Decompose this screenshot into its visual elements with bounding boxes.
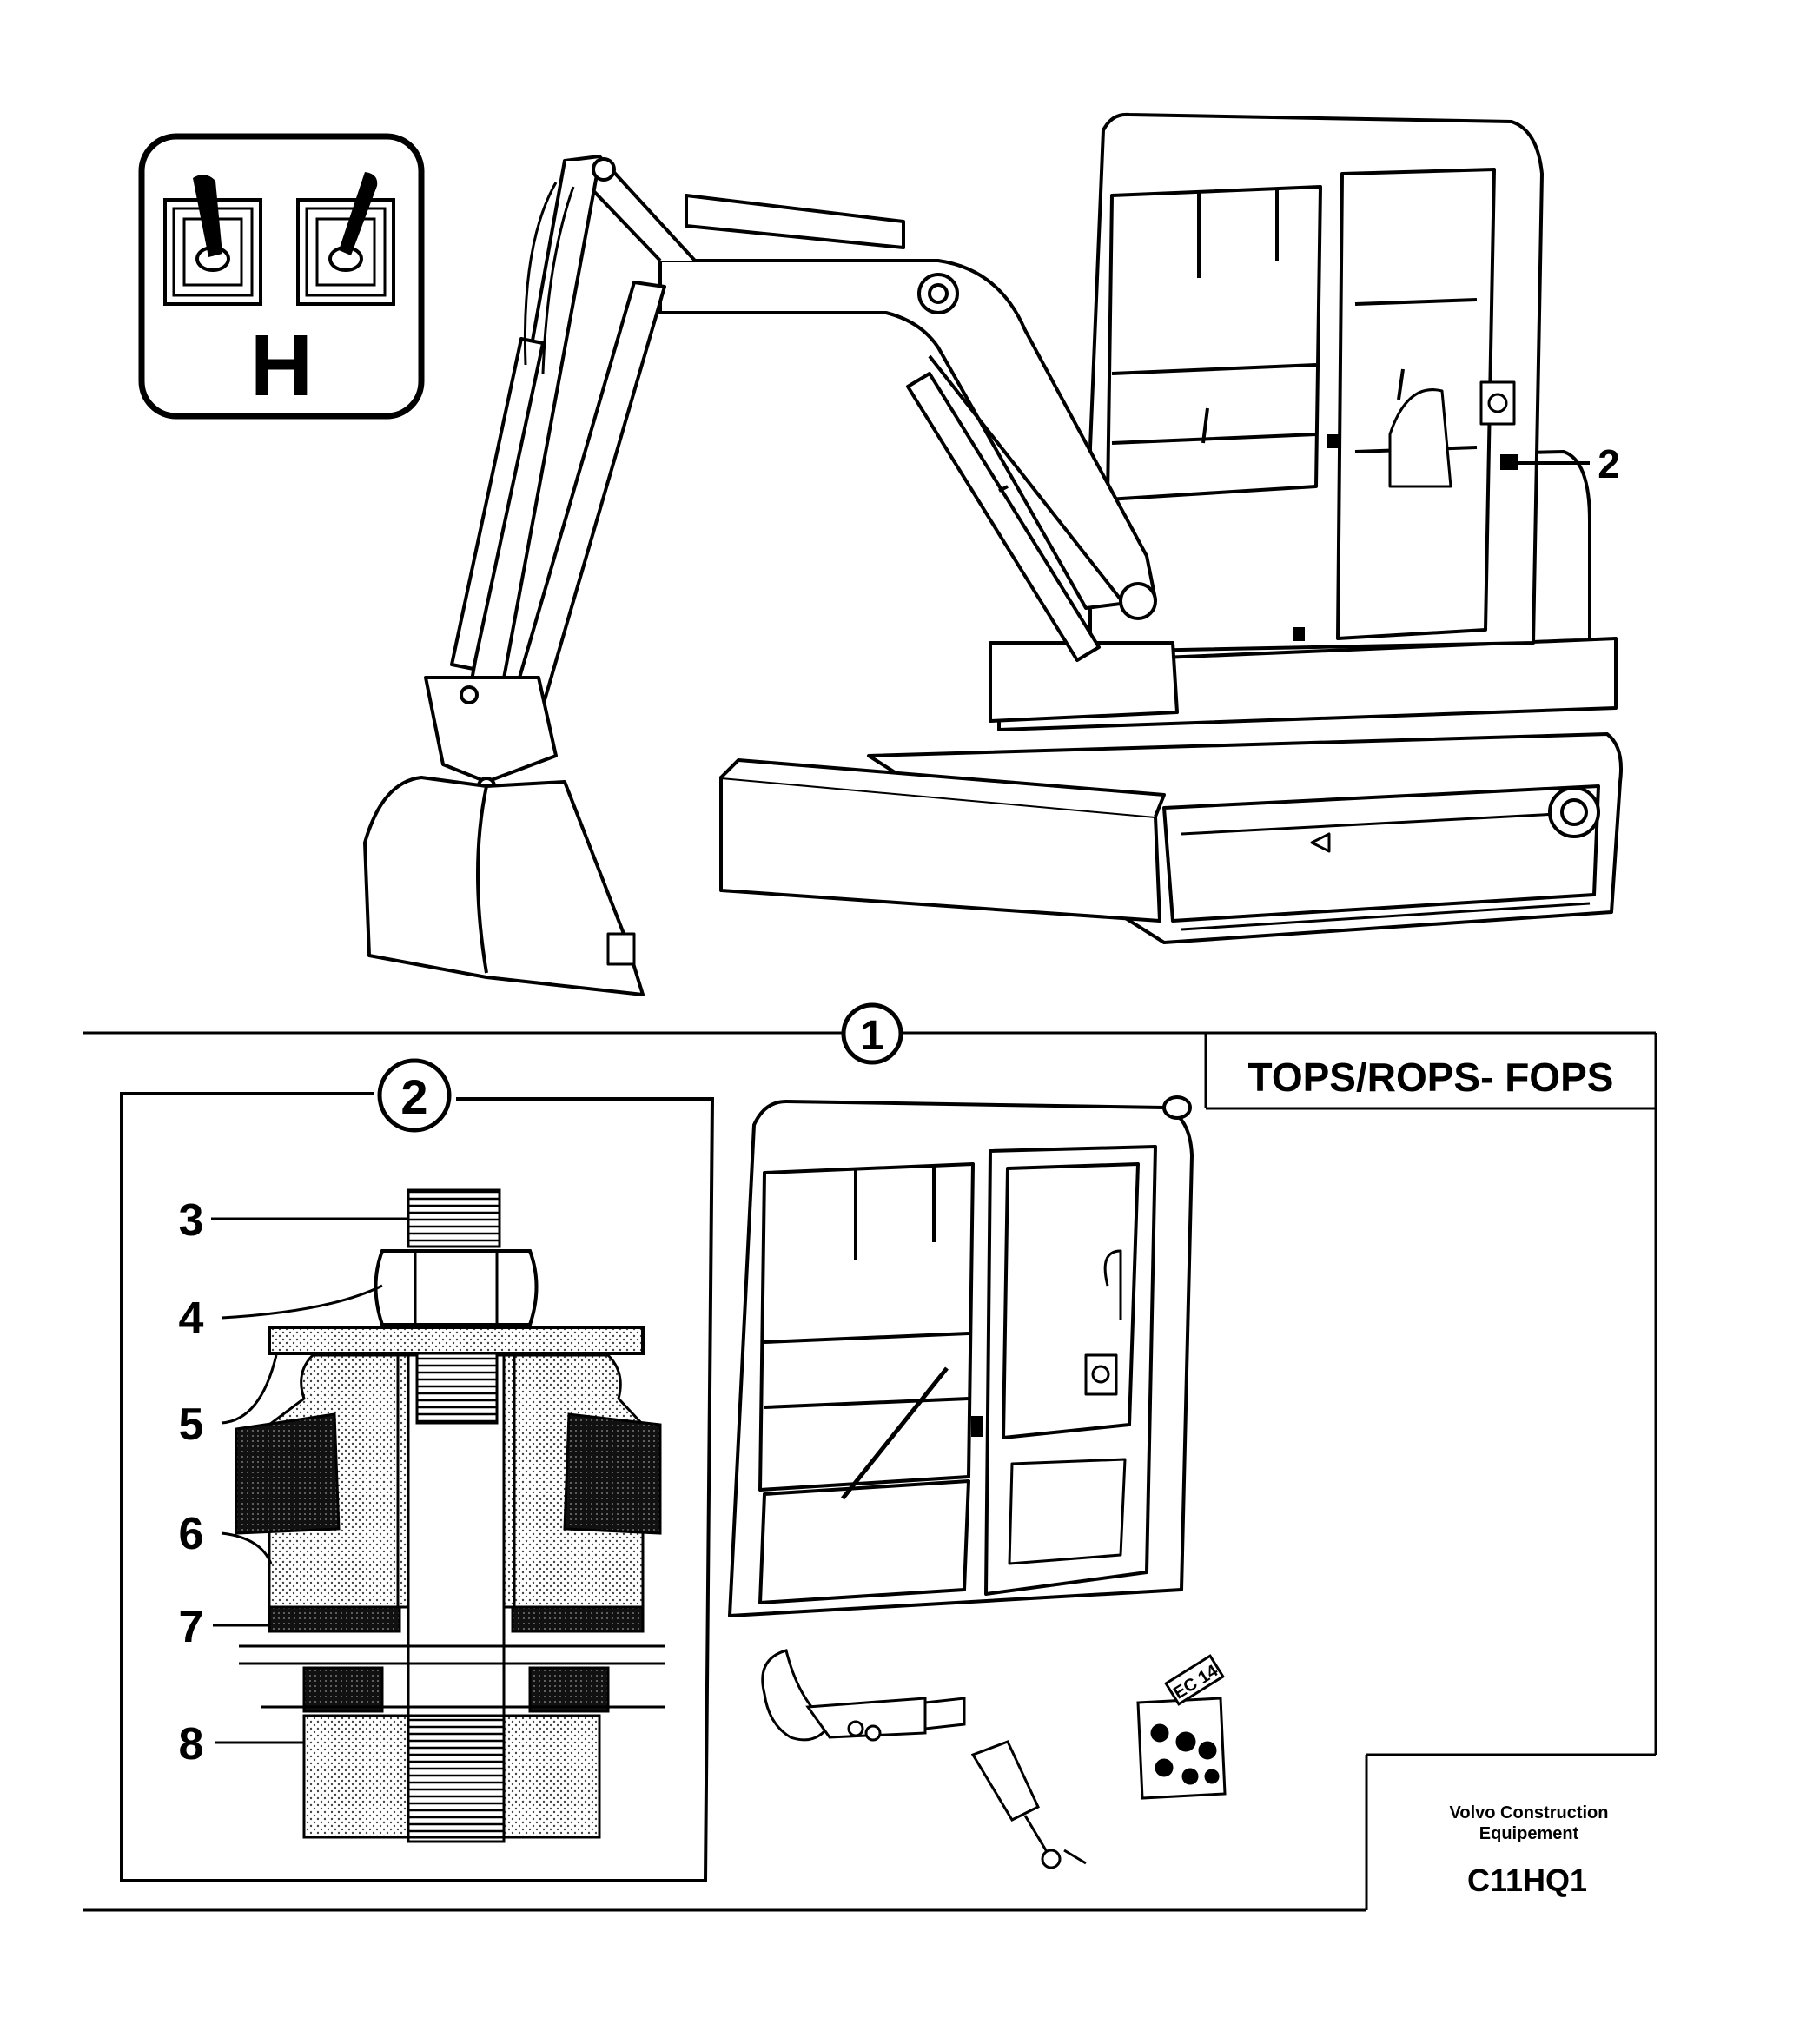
callout-circle-1: 1	[841, 1002, 903, 1065]
svg-text:1: 1	[861, 1013, 884, 1059]
joystick-pattern-badge: H	[138, 133, 425, 420]
joystick-pattern-h-icon	[163, 172, 395, 306]
callout-5: 5	[179, 1399, 204, 1450]
callout-4: 4	[179, 1293, 204, 1344]
seat-belt-illustration	[761, 1649, 1087, 1869]
callout-7: 7	[179, 1602, 204, 1652]
cab-illustration	[728, 1095, 1194, 1617]
callout-circle-2: 2	[377, 1058, 452, 1133]
svg-text:2: 2	[400, 1069, 427, 1124]
callout-3: 3	[179, 1195, 204, 1246]
joystick-pattern-letter: H	[250, 317, 313, 414]
company-name-line1: Volvo Construction	[1450, 1803, 1609, 1822]
company-name-line2: Equipement	[1479, 1824, 1579, 1843]
callout-machine-2: 2	[1598, 441, 1620, 486]
mounting-section-drawing	[235, 1188, 665, 1843]
detail-frame	[120, 1092, 715, 1882]
section-frame	[83, 1031, 1657, 1912]
fastener-kit-bag: EC 14	[1136, 1654, 1227, 1800]
drawing-code: C11HQ1	[1467, 1862, 1587, 1898]
callout-6: 6	[179, 1509, 204, 1559]
callout-8: 8	[179, 1719, 204, 1769]
excavator-illustration	[363, 112, 1623, 996]
leader-lines	[211, 1217, 408, 1744]
section-title: TOPS/ROPS- FOPS	[1248, 1055, 1614, 1100]
